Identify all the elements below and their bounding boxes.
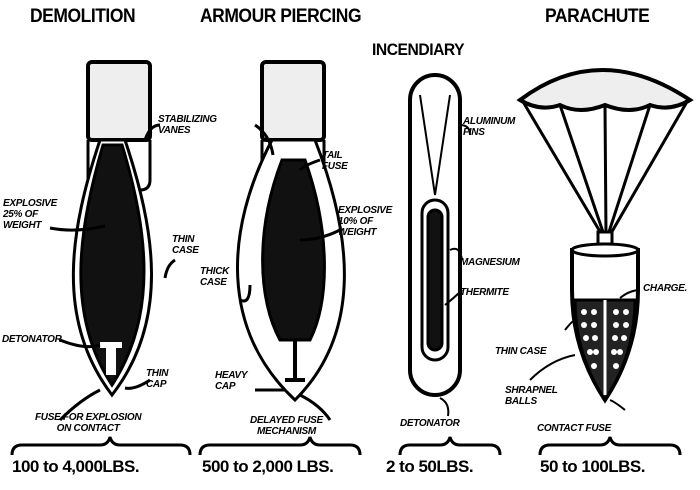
incendiary-bomb bbox=[408, 73, 471, 417]
label-thin-cap: THIN CAP bbox=[146, 368, 169, 390]
label-incendiary-detonator: DETONATOR bbox=[400, 418, 460, 429]
label-explosive-25: EXPLOSIVE 25% OF WEIGHT bbox=[3, 198, 57, 231]
demolition-bomb bbox=[49, 60, 176, 422]
label-thick-case: THICK CASE bbox=[200, 266, 230, 288]
label-heavy-cap: HEAVY CAP bbox=[215, 370, 248, 392]
label-aluminum-fins: ALUMINUM FINS bbox=[463, 116, 516, 138]
weight-brackets bbox=[10, 436, 682, 456]
weight-armour-piercing: 500 to 2,000 LBS. bbox=[202, 457, 334, 476]
label-explosive-10: EXPLOSIVE 10% OF WEIGHT bbox=[338, 205, 392, 238]
label-stabilizing-vanes: STABILIZING VANES bbox=[158, 114, 217, 136]
weight-incendiary: 2 to 50LBS. bbox=[386, 457, 474, 476]
title-incendiary: INCENDIARY bbox=[372, 40, 465, 59]
weight-demolition: 100 to 4,000LBS. bbox=[12, 457, 140, 476]
parachute-bomb bbox=[516, 68, 694, 411]
title-parachute: PARACHUTE bbox=[545, 6, 650, 27]
label-magnesium: MAGNESIUM bbox=[460, 257, 520, 268]
label-contact-fuse: FUSE FOR EXPLOSION ON CONTACT bbox=[35, 412, 142, 434]
label-charge: CHARGE. bbox=[643, 283, 688, 294]
label-delayed-fuse: DELAYED FUSE MECHANISM bbox=[250, 415, 323, 437]
armour-piercing-bomb bbox=[236, 60, 346, 421]
title-demolition: DEMOLITION bbox=[30, 6, 136, 27]
label-tail-fuse: TAIL FUSE bbox=[322, 150, 348, 172]
label-shrapnel-balls: SHRAPNEL BALLS bbox=[505, 385, 558, 407]
weight-parachute: 50 to 100LBS. bbox=[540, 457, 646, 476]
label-thin-case: THIN CASE bbox=[172, 234, 199, 256]
label-thermite: THERMITE bbox=[460, 287, 509, 298]
label-detonator: DETONATOR bbox=[2, 334, 62, 345]
shrapnel-balls bbox=[581, 309, 629, 369]
title-armour-piercing: ARMOUR PIERCING bbox=[200, 6, 362, 27]
label-parachute-thin-case: THIN CASE bbox=[495, 346, 547, 357]
label-parachute-contact-fuse: CONTACT FUSE bbox=[537, 423, 611, 434]
